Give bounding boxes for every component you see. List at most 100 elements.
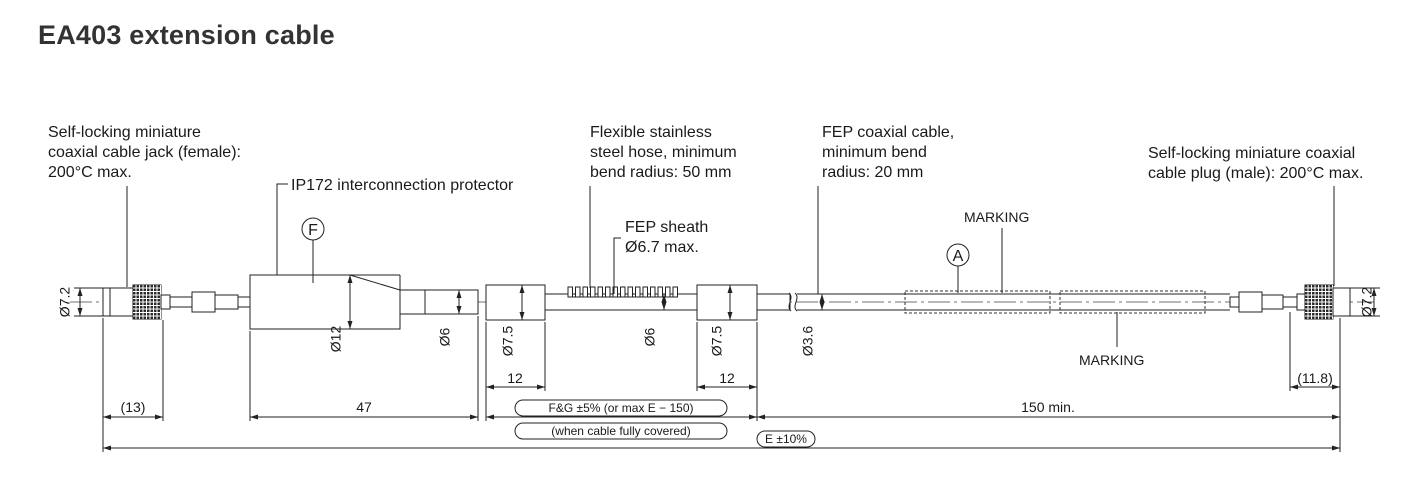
sheath-leader [613, 237, 621, 294]
jack-cable-exit [237, 296, 251, 308]
arrowhead [661, 302, 667, 310]
jack-neck [160, 294, 171, 310]
break-mark-left [788, 292, 792, 312]
interconnection-protector [249, 274, 479, 330]
jack-strain-relief [214, 294, 239, 310]
sheath-label-line: Ø6.7 max. [625, 239, 699, 256]
arrowhead [749, 384, 757, 390]
corrugation-rib [635, 286, 641, 298]
jack-connector [102, 284, 251, 320]
protector-label: IP172 interconnection protector [291, 177, 514, 194]
plug-strain-relief [1261, 294, 1284, 310]
arrowhead [486, 384, 494, 390]
protector-tail [424, 289, 479, 315]
arrowhead [347, 321, 353, 329]
fg-note-box: (when cable fully covered) [514, 422, 728, 440]
break-mark-right [794, 292, 798, 312]
arrowhead [103, 445, 111, 451]
plug-body [1332, 287, 1351, 317]
diameter-hose-label: Ø6 [642, 327, 658, 346]
overall-box [756, 430, 816, 448]
leader-lines [126, 183, 1335, 347]
extension-lines [74, 287, 1380, 452]
protector-length-label: 47 [356, 399, 372, 415]
overall-tolerance-box: E ±10% [756, 430, 816, 448]
arrowhead [155, 414, 163, 420]
corrugation-rib [665, 286, 671, 298]
plug-length-label: (11.8) [1297, 370, 1333, 386]
corrugation-rib [672, 286, 678, 298]
jack-crimp-ferrule [191, 291, 216, 313]
arrowhead [250, 414, 258, 420]
arrowhead [661, 294, 667, 302]
fg-tolerance-label: F&G ±5% (or max E − 150) [549, 401, 694, 415]
diameter-cable-label: Ø3.6 [800, 326, 816, 357]
arrowhead [749, 414, 757, 420]
arrowhead [470, 414, 478, 420]
marker-a-letter: A [953, 248, 964, 265]
arrowhead [819, 294, 825, 302]
plug-cable-entry [1229, 296, 1240, 308]
plug-cable-stub [1282, 296, 1298, 308]
arrowhead [1371, 308, 1377, 316]
arrowhead [1332, 384, 1340, 390]
arrowhead [697, 384, 705, 390]
marking-sleeve-a [904, 290, 1051, 314]
diameter-plug-label: Ø7.2 [1359, 287, 1375, 318]
arrowhead [77, 308, 83, 316]
jack-label-line: coaxial cable jack (female): [48, 144, 241, 161]
arrowhead [1332, 414, 1340, 420]
jack-body [102, 287, 134, 317]
jack-knurl [132, 284, 162, 320]
arrowhead [1290, 384, 1298, 390]
arrowhead [537, 384, 545, 390]
marker-a: A [946, 243, 970, 267]
protector-body [249, 274, 401, 330]
jack-cable-stub [169, 296, 193, 308]
arrowhead [1332, 445, 1340, 451]
fg-note-label: (when cable fully covered) [551, 424, 690, 438]
hose-assembly [485, 284, 758, 321]
corrugation-rib [590, 286, 596, 298]
corrugation-rib [627, 286, 633, 298]
jack-label-line: 200°C max. [48, 164, 132, 181]
arrowhead [819, 302, 825, 310]
marking-bottom-label: MARKING [1079, 352, 1144, 368]
arrowhead [456, 306, 462, 314]
arrowhead [519, 312, 525, 320]
sheath-label-line: FEP sheath [625, 219, 708, 236]
sheath-label: FEP sheath Ø6.7 max. [625, 219, 708, 256]
fg-tolerance-box: F&G ±5% (or max E − 150) [514, 399, 728, 417]
arrowhead [103, 414, 111, 420]
corrugation-rib [597, 286, 603, 298]
ferrule-left-length-label: 12 [507, 370, 523, 386]
fg-box [514, 399, 728, 417]
marker-f: F [301, 217, 325, 241]
fep-cable [756, 290, 1230, 314]
cable-label-line: minimum bend [822, 144, 927, 161]
arrowhead [757, 414, 765, 420]
arrowhead [347, 275, 353, 283]
plug-label-line: Self-locking miniature coaxial [1148, 145, 1355, 162]
diameter-protector-label: Ø12 [328, 326, 344, 353]
fg-note-frame [514, 422, 728, 440]
dimension-lines [77, 275, 1377, 451]
marker-f-circle [301, 217, 325, 241]
cable-min-length-label: 150 min. [1021, 399, 1075, 415]
corrugation-rib [657, 286, 663, 298]
corrugation-rib [582, 286, 588, 298]
protector-neck [399, 289, 426, 315]
ferrule-right [696, 284, 758, 321]
protector-leader [276, 183, 288, 275]
hose-label-line: bend radius: 50 mm [590, 164, 731, 181]
plug-label: Self-locking miniature coaxial cable plu… [1148, 145, 1363, 182]
arrowhead [77, 288, 83, 296]
cable-segment-left [756, 293, 791, 311]
plug-label-line: cable plug (male): 200°C max. [1148, 165, 1363, 182]
corrugation-rib [642, 286, 648, 298]
hose-label-line: steel hose, minimum [590, 144, 737, 161]
arrowhead [727, 312, 733, 320]
marker-f-letter: F [308, 222, 318, 239]
marking-sleeve-b [1059, 290, 1206, 314]
corrugation-rib [605, 286, 611, 298]
